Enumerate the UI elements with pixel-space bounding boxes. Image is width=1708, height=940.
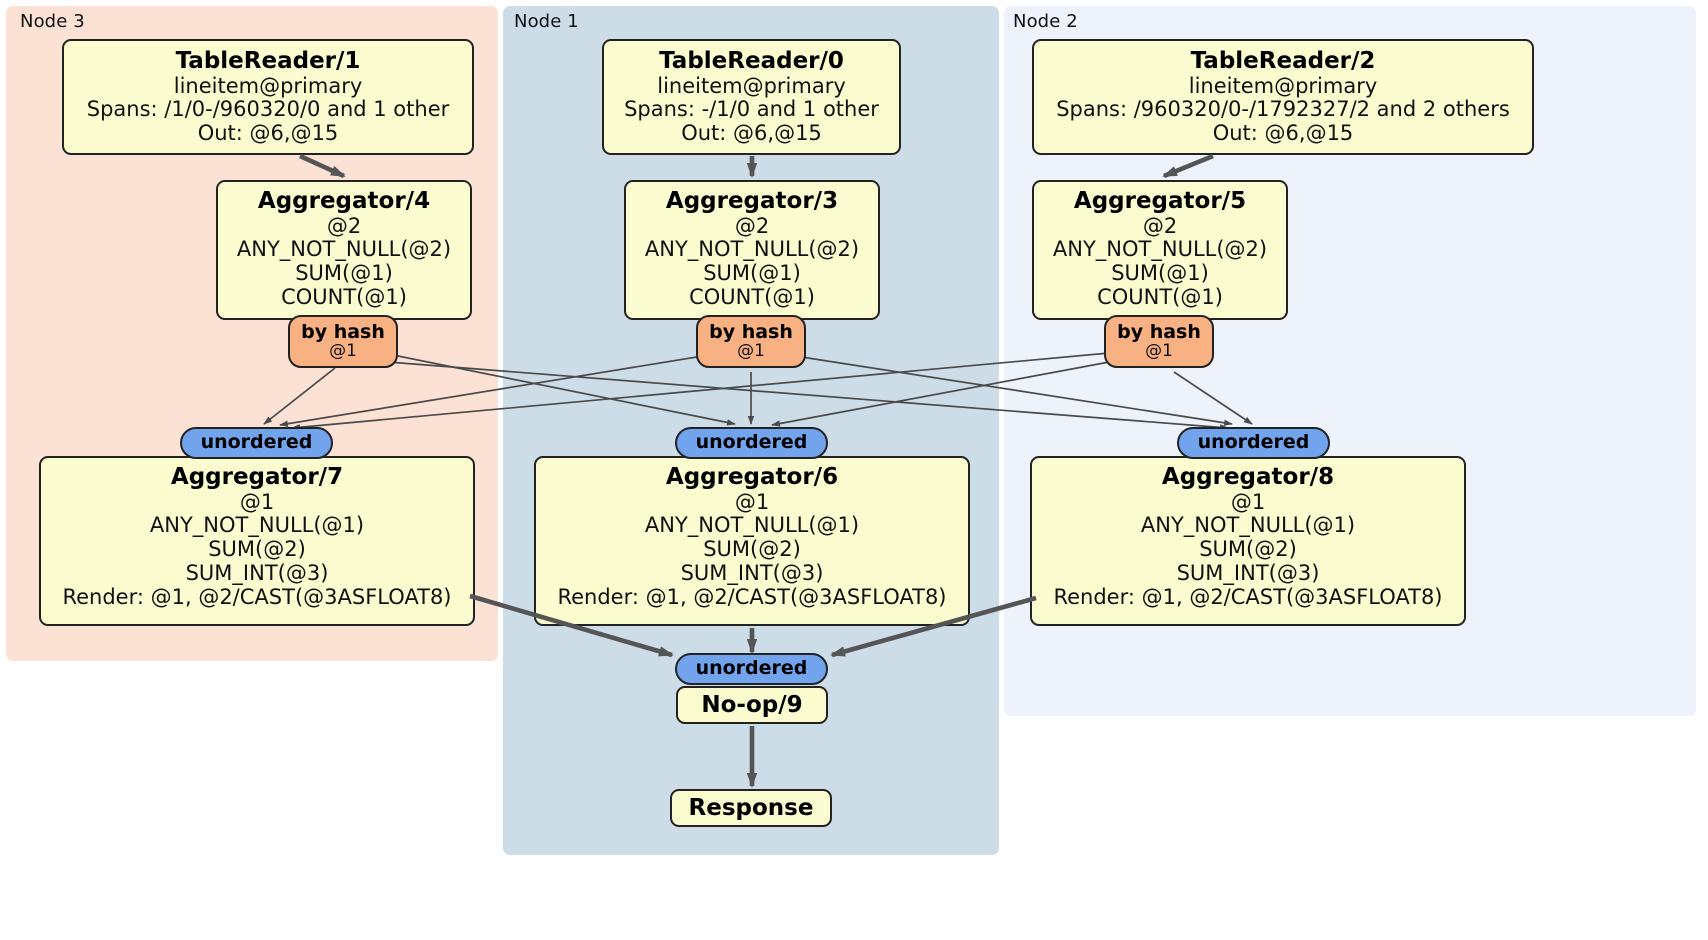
router-by-hash-left[interactable]: by hash @1	[288, 315, 398, 368]
router-title: by hash	[1117, 320, 1201, 343]
router-unordered-left[interactable]: unordered	[180, 427, 333, 459]
processor-detail: SUM(@1)	[703, 261, 801, 286]
processor-detail: ANY_NOT_NULL(@2)	[1052, 237, 1268, 262]
processor-aggregator-6[interactable]: Aggregator/6 @1 ANY_NOT_NULL(@1) SUM(@2)…	[534, 456, 970, 626]
router-title: unordered	[695, 431, 808, 454]
processor-detail: ANY_NOT_NULL(@1)	[644, 513, 860, 538]
processor-detail: lineitem@primary	[173, 73, 363, 98]
router-title: unordered	[200, 431, 313, 454]
processor-no-op-9[interactable]: No-op/9	[676, 686, 828, 724]
processor-detail: ANY_NOT_NULL(@1)	[1140, 513, 1356, 538]
processor-title: No-op/9	[701, 692, 803, 718]
router-unordered-right[interactable]: unordered	[1177, 427, 1330, 459]
router-unordered-center[interactable]: unordered	[675, 427, 828, 459]
processor-title: Aggregator/5	[1073, 188, 1247, 214]
processor-aggregator-8[interactable]: Aggregator/8 @1 ANY_NOT_NULL(@1) SUM(@2)…	[1030, 456, 1466, 626]
processor-detail: ANY_NOT_NULL(@1)	[149, 513, 365, 538]
processor-tablereader-1[interactable]: TableReader/1 lineitem@primary Spans: /1…	[62, 39, 474, 155]
processor-aggregator-3[interactable]: Aggregator/3 @2 ANY_NOT_NULL(@2) SUM(@1)…	[624, 180, 880, 320]
router-sub: @1	[329, 340, 357, 361]
processor-detail: ANY_NOT_NULL(@2)	[644, 237, 860, 262]
processor-detail: Out: @6,@15	[197, 121, 339, 146]
processor-title: Response	[688, 795, 814, 821]
processor-detail: @2	[734, 213, 770, 238]
processor-title: TableReader/1	[175, 48, 361, 74]
panel-label-node-2: Node 2	[1013, 11, 1078, 32]
processor-aggregator-7[interactable]: Aggregator/7 @1 ANY_NOT_NULL(@1) SUM(@2)…	[39, 456, 475, 626]
processor-detail: Render: @1, @2/CAST(@3ASFLOAT8)	[557, 584, 947, 609]
processor-detail: SUM(@2)	[703, 537, 801, 562]
processor-detail: SUM(@1)	[295, 261, 393, 286]
processor-detail: SUM(@2)	[208, 537, 306, 562]
processor-title: TableReader/2	[1190, 48, 1376, 74]
router-title: unordered	[1197, 431, 1310, 454]
processor-detail: COUNT(@1)	[689, 284, 815, 309]
processor-detail: COUNT(@1)	[1097, 284, 1223, 309]
processor-detail: lineitem@primary	[657, 73, 846, 98]
processor-response[interactable]: Response	[670, 789, 832, 827]
processor-title: Aggregator/4	[257, 188, 431, 214]
router-by-hash-center[interactable]: by hash @1	[696, 315, 806, 368]
processor-detail: Spans: -/1/0 and 1 other	[624, 97, 879, 122]
router-unordered-final[interactable]: unordered	[675, 653, 828, 685]
processor-detail: @2	[326, 213, 362, 238]
router-sub: @1	[1145, 340, 1173, 361]
processor-detail: Out: @6,@15	[681, 121, 822, 146]
processor-title: Aggregator/6	[665, 464, 839, 490]
processor-aggregator-4[interactable]: Aggregator/4 @2 ANY_NOT_NULL(@2) SUM(@1)…	[216, 180, 472, 320]
router-by-hash-right[interactable]: by hash @1	[1104, 315, 1214, 368]
processor-detail: SUM_INT(@3)	[1176, 560, 1320, 585]
processor-detail: @1	[734, 489, 770, 514]
processor-detail: Render: @1, @2/CAST(@3ASFLOAT8)	[62, 584, 452, 609]
processor-detail: Render: @1, @2/CAST(@3ASFLOAT8)	[1053, 584, 1443, 609]
processor-detail: ANY_NOT_NULL(@2)	[236, 237, 452, 262]
processor-detail: Out: @6,@15	[1212, 121, 1354, 146]
processor-detail: @2	[1142, 213, 1178, 238]
processor-detail: SUM(@2)	[1199, 537, 1297, 562]
processor-title: Aggregator/8	[1161, 464, 1335, 490]
processor-tablereader-2[interactable]: TableReader/2 lineitem@primary Spans: /9…	[1032, 39, 1534, 155]
router-title: by hash	[709, 320, 793, 343]
processor-title: Aggregator/7	[170, 464, 344, 490]
processor-detail: SUM(@1)	[1111, 261, 1209, 286]
processor-detail: lineitem@primary	[1188, 73, 1378, 98]
router-title: by hash	[301, 320, 385, 343]
processor-detail: Spans: /1/0-/960320/0 and 1 other	[86, 97, 450, 122]
processor-detail: SUM_INT(@3)	[185, 560, 329, 585]
panel-label-node-3: Node 3	[20, 11, 85, 32]
router-title: unordered	[695, 657, 808, 680]
processor-detail: @1	[1230, 489, 1266, 514]
processor-aggregator-5[interactable]: Aggregator/5 @2 ANY_NOT_NULL(@2) SUM(@1)…	[1032, 180, 1288, 320]
router-sub: @1	[737, 340, 765, 361]
processor-detail: COUNT(@1)	[281, 284, 407, 309]
processor-detail: Spans: /960320/0-/1792327/2 and 2 others	[1056, 97, 1510, 122]
processor-title: Aggregator/3	[665, 188, 839, 214]
panel-label-node-1: Node 1	[514, 11, 579, 32]
processor-detail: @1	[239, 489, 275, 514]
processor-tablereader-0[interactable]: TableReader/0 lineitem@primary Spans: -/…	[602, 39, 901, 155]
processor-title: TableReader/0	[659, 48, 844, 74]
processor-detail: SUM_INT(@3)	[680, 560, 824, 585]
